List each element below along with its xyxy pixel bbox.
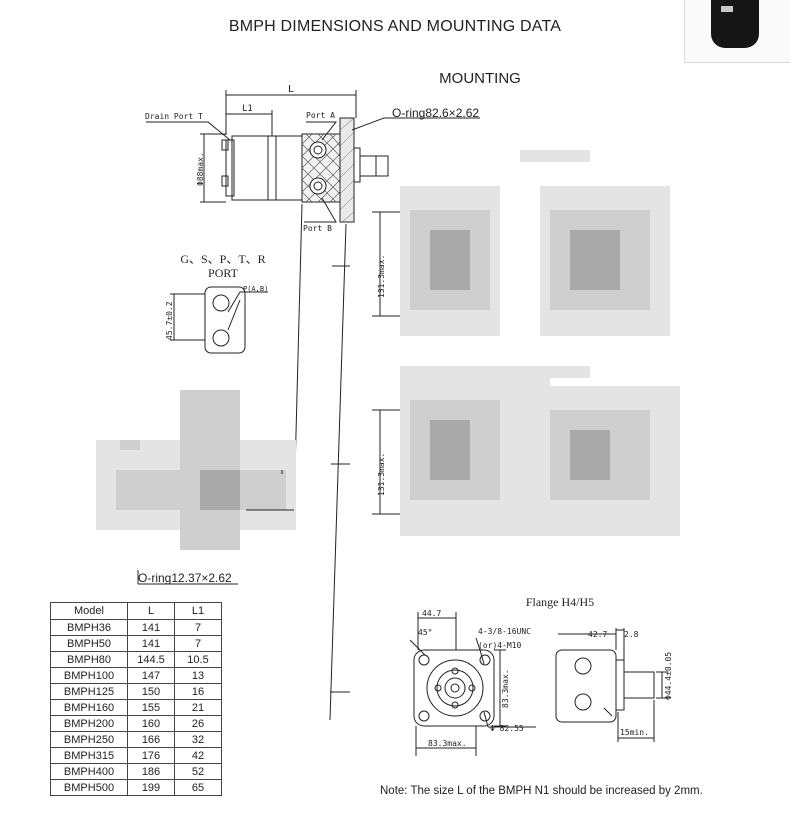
motor-label-patch	[721, 6, 733, 12]
l1-cell: 13	[174, 667, 222, 684]
drain-port-label: Drain Port T	[145, 112, 203, 121]
model-cell: BMPH200	[50, 715, 128, 732]
l1-cell: 32	[174, 731, 222, 748]
l1-cell: 10.5	[174, 651, 222, 668]
dim-427-label: 42.7	[588, 630, 607, 639]
l-cell: 144.5	[127, 651, 175, 668]
product-thumbnail	[684, 0, 790, 63]
flange-side-view	[555, 628, 668, 742]
page-title: BMPH DIMENSIONS AND MOUNTING DATA	[228, 18, 562, 35]
l1-cell: 26	[174, 715, 222, 732]
oring-small-callout: O-ring12.37×2.62	[138, 571, 232, 585]
port-p-label: P(A,B)	[243, 285, 268, 293]
obscured-mounting-view-left	[96, 390, 296, 550]
flange-label: Flange H4/H5	[525, 595, 595, 609]
flange-front-view	[409, 612, 536, 756]
l-cell: 186	[127, 763, 175, 780]
dim-833-horizontal: 83.3max.	[428, 739, 467, 748]
obscured-mounting-view-top	[400, 150, 670, 336]
obscured-mounting-view-bottom	[400, 366, 680, 536]
dim-1313-bottom: 131.3max.	[377, 453, 386, 496]
l-cell: 141	[127, 635, 175, 652]
l1-cell: 42	[174, 747, 222, 764]
model-cell: BMPH50	[50, 635, 128, 652]
port-word: PORT	[208, 266, 238, 280]
dim-l-label: L	[288, 84, 294, 95]
dim-15-label: 15min.	[620, 728, 649, 737]
port-a-label: Port A	[306, 111, 335, 120]
dim-447-label: 44.7	[422, 609, 441, 618]
l-cell: 160	[127, 715, 175, 732]
model-cell: BMPH100	[50, 667, 128, 684]
model-cell: BMPH315	[50, 747, 128, 764]
header-l1: L1	[174, 602, 222, 620]
l-cell: 199	[127, 779, 175, 796]
l1-cell: 7	[174, 635, 222, 652]
model-cell: BMPH125	[50, 683, 128, 700]
dim-l1-label: L1	[242, 104, 253, 114]
model-cell: BMPH160	[50, 699, 128, 716]
port-types-label: G、S、P、T、R PORT	[168, 252, 278, 280]
header-model: Model	[50, 602, 128, 620]
model-cell: BMPH250	[50, 731, 128, 748]
dim-457-label: 45.7±0.2	[165, 301, 174, 340]
dim-28-label: 2.8	[624, 630, 639, 639]
oring-main-callout: O-ring82.6×2.62	[392, 106, 480, 120]
dia-444-label: Φ44.4±0.05	[664, 652, 673, 700]
l1-cell: 65	[174, 779, 222, 796]
thread-unc-label: 4-3/8-16UNC	[478, 627, 531, 636]
l1-cell: 52	[174, 763, 222, 780]
l-cell: 141	[127, 619, 175, 636]
motor-photo	[711, 0, 759, 48]
thread-m10-label: (or)4-M10	[478, 641, 522, 650]
dia-88-label: Φ88max.	[196, 152, 205, 186]
table-header-row: Model L L1	[50, 602, 222, 620]
l1-cell: 7	[174, 619, 222, 636]
motor-side-view	[146, 90, 480, 721]
port-detail	[170, 286, 268, 354]
model-cell: BMPH500	[50, 779, 128, 796]
dim-833-vertical: 83.3max.	[501, 669, 510, 708]
l-cell: 155	[127, 699, 175, 716]
header-l: L	[127, 602, 175, 620]
model-cell: BMPH400	[50, 763, 128, 780]
l-cell: 150	[127, 683, 175, 700]
l1-cell: 21	[174, 699, 222, 716]
l-cell: 147	[127, 667, 175, 684]
model-cell: BMPH80	[50, 651, 128, 668]
mounting-title: MOUNTING	[439, 70, 521, 87]
model-cell: BMPH36	[50, 619, 128, 636]
dia-8255-label: Φ 82.55	[490, 724, 524, 733]
l1-cell: 16	[174, 683, 222, 700]
l-cell: 176	[127, 747, 175, 764]
port-types-text: G、S、P、T、R	[180, 252, 266, 266]
footnote: Note: The size L of the BMPH N1 should b…	[380, 785, 703, 797]
l-cell: 166	[127, 731, 175, 748]
angle-45-label: 45°	[418, 628, 432, 637]
dim-1313-top: 131.3max.	[377, 255, 386, 298]
port-b-label: Port B	[303, 224, 332, 233]
